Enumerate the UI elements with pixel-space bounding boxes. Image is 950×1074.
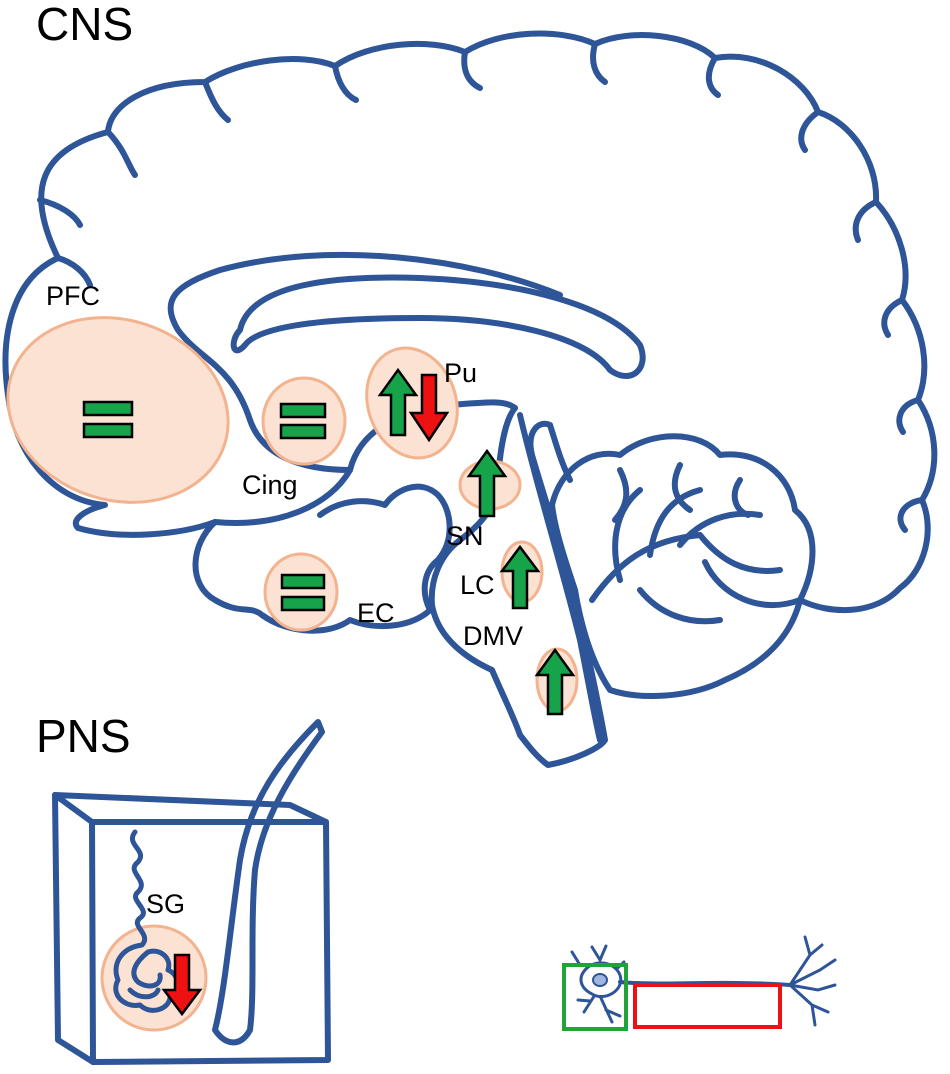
lc-label: LC — [460, 570, 495, 600]
soma-highlight-box — [562, 963, 628, 1031]
ec-area — [263, 552, 339, 632]
equal-bars-icon — [82, 400, 134, 439]
skin-block-side — [52, 792, 96, 1065]
region-cing: Cing — [242, 376, 347, 500]
down-arrow-icon — [408, 373, 450, 443]
axon-highlight-box — [633, 983, 782, 1029]
neuron-icon — [562, 935, 837, 1031]
equal-bars-icon — [280, 573, 326, 612]
cing-label: Cing — [242, 470, 298, 500]
cerebellum-folia — [589, 462, 783, 625]
cortex-outline — [38, 30, 938, 614]
region-pu: Pu — [365, 346, 477, 460]
dmv-label: DMV — [463, 621, 523, 651]
up-arrow-icon — [499, 544, 541, 610]
skin-block-top — [52, 792, 329, 825]
neuron-nucleus — [592, 973, 608, 987]
skin-block-front — [89, 819, 331, 1065]
pns-section-title: PNS — [36, 710, 131, 762]
region-dmv: DMV — [463, 621, 579, 716]
gyrus-marks — [37, 41, 925, 533]
region-sn: SN — [446, 448, 522, 551]
equal-bars-icon — [279, 402, 327, 440]
up-arrow-icon — [466, 448, 508, 518]
cing-area — [261, 376, 347, 466]
cns-section-title: CNS — [36, 0, 133, 50]
hair-follicle — [212, 719, 325, 1046]
region-pfc: PFC — [6, 281, 230, 504]
skin-block — [52, 719, 331, 1065]
pu-label: Pu — [444, 358, 477, 388]
region-sg: SG — [100, 829, 208, 1032]
brainstem-inner-line — [517, 412, 603, 743]
corpus-callosum — [230, 274, 646, 379]
up-arrow-icon — [377, 367, 419, 437]
region-lc: LC — [460, 540, 544, 610]
sg-label: SG — [146, 889, 185, 919]
region-ec: EC — [263, 552, 395, 632]
up-arrow-icon — [534, 647, 576, 716]
tectum-line — [547, 422, 573, 483]
pu-area — [365, 346, 459, 460]
down-arrow-icon — [161, 953, 203, 1017]
sn-label: SN — [446, 521, 484, 551]
temporal-lobe-outline — [192, 483, 453, 634]
cerebellum-outline — [549, 433, 816, 699]
pfc-label: PFC — [46, 281, 100, 311]
ec-label: EC — [357, 598, 395, 628]
neuron-axon-terminals — [788, 935, 837, 1027]
